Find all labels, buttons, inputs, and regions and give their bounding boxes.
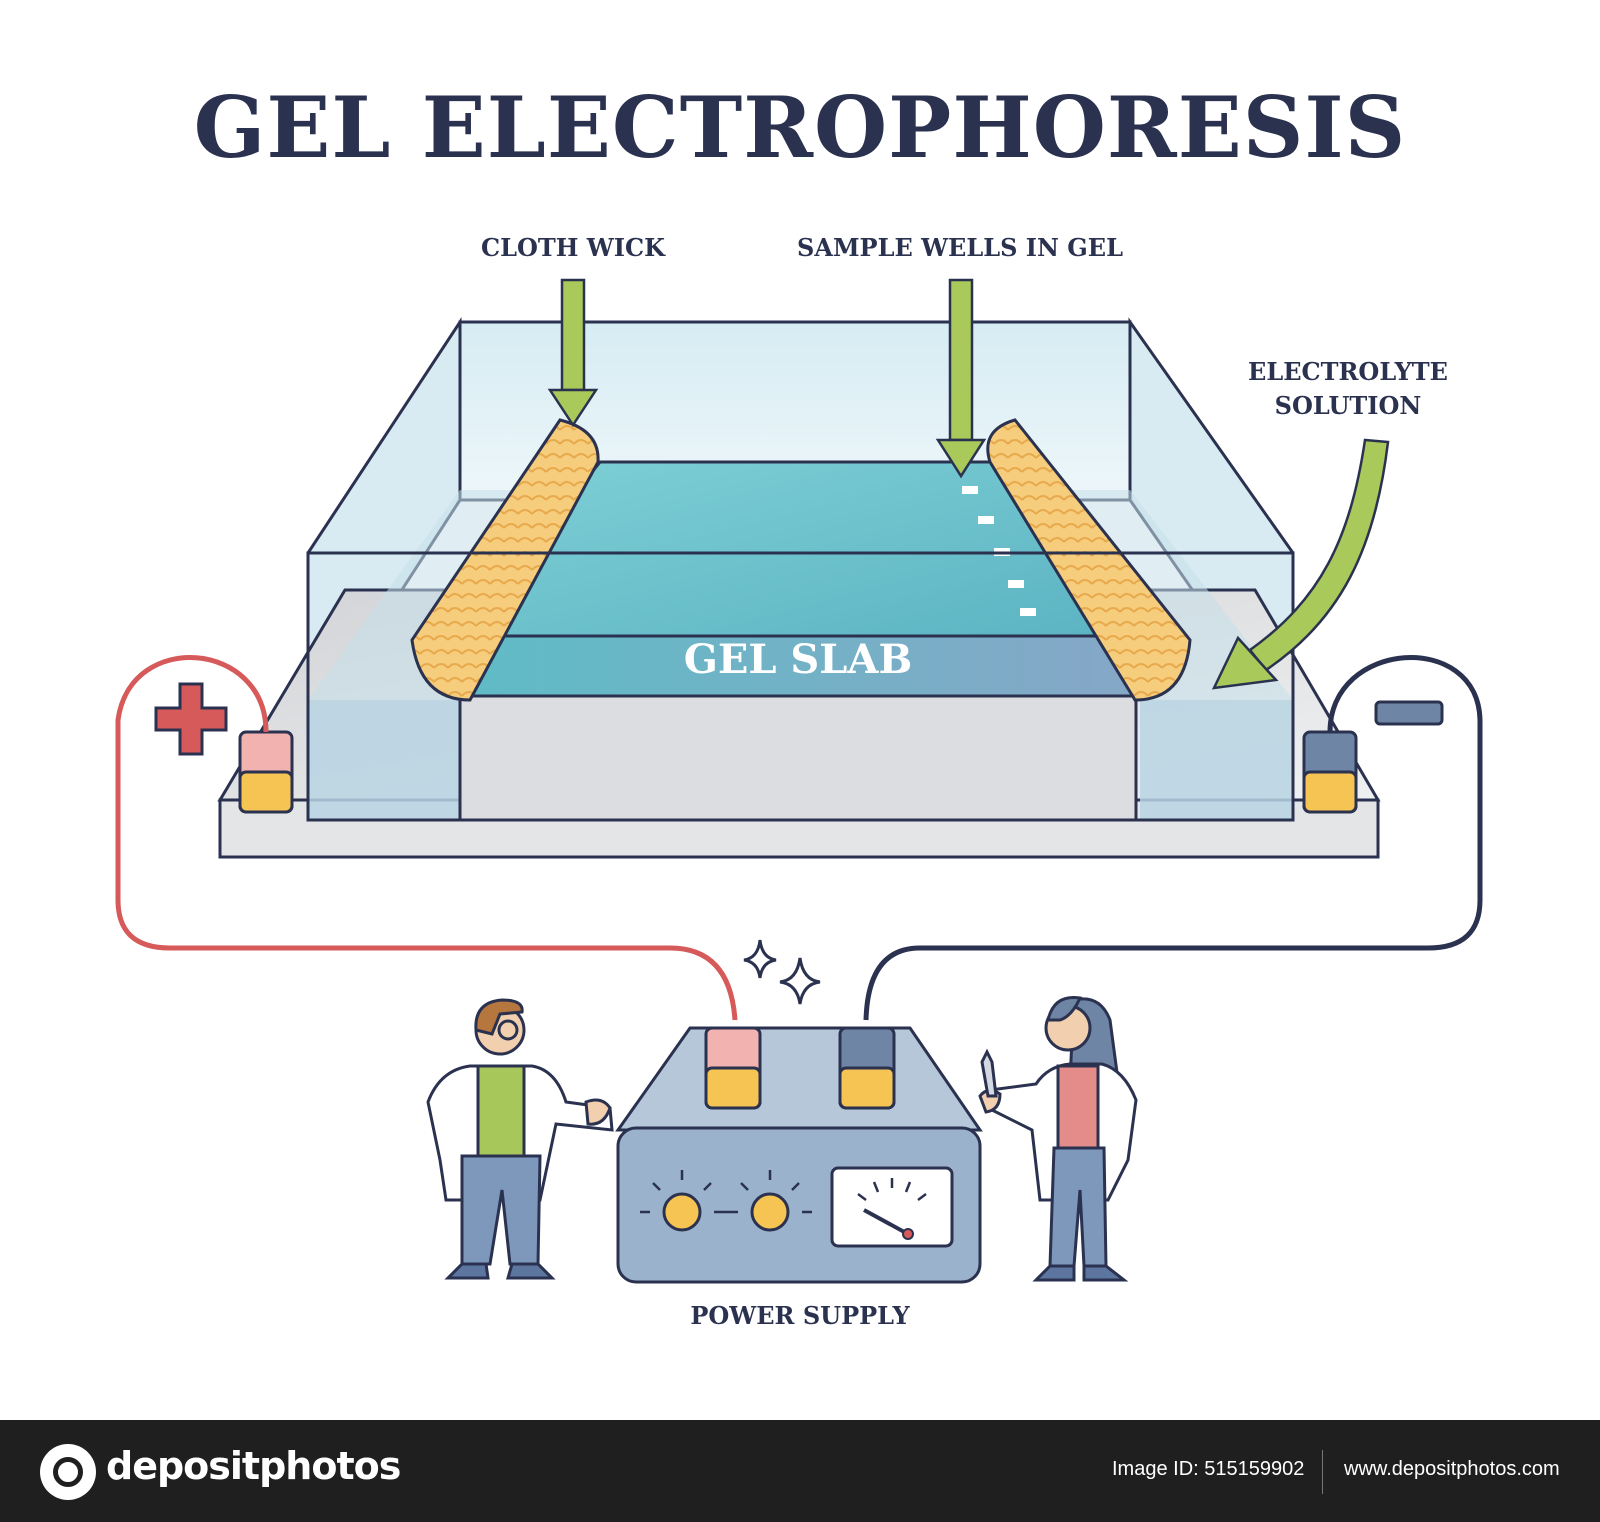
footer-bar: depositphotos Image ID: 515159902 www.de…: [0, 1420, 1600, 1522]
website-link[interactable]: www.depositphotos.com: [1344, 1458, 1560, 1480]
footer-divider: [1322, 1450, 1323, 1494]
tank-front-glass: [306, 551, 1295, 822]
arrow-electrolyte: [1211, 438, 1390, 690]
arrow-cloth-wick: [547, 278, 599, 428]
knob-icon: [640, 1170, 812, 1232]
label-sample-wells: SAMPLE WELLS IN GEL: [797, 233, 1123, 262]
gauge-icon: [830, 1166, 954, 1248]
image-id: Image ID: 515159902: [1112, 1458, 1305, 1480]
plus-icon: [154, 682, 228, 756]
electrode-negative: [1302, 730, 1358, 814]
power-supply: [615, 1026, 983, 1284]
diagram-canvas: [115, 278, 1483, 1284]
label-electrolyte-line2: SOLUTION: [1274, 391, 1422, 420]
arrow-sample-wells: [935, 278, 987, 479]
scientist-male: [426, 998, 614, 1280]
electrode-positive: [238, 730, 294, 814]
power-terminal-positive: [704, 1026, 762, 1110]
sparkle-icon: [743, 939, 821, 1005]
label-power-supply: POWER SUPPLY: [690, 1301, 910, 1330]
gel-support: [458, 694, 1138, 822]
label-cloth-wick: CLOTH WICK: [481, 233, 665, 262]
label-gel-slab: GEL SLAB: [683, 636, 913, 683]
cloth-wick-right: [986, 418, 1192, 702]
negative-wire: [863, 655, 1483, 1021]
positive-wire: [115, 655, 738, 1021]
cloth-wick-left: [410, 418, 600, 702]
brand-name: depositphotos: [106, 1444, 401, 1488]
depositphotos-logo-icon: [40, 1444, 96, 1500]
power-terminal-negative: [838, 1026, 896, 1110]
scientist-female: [978, 995, 1138, 1282]
diagram: GEL ELECTROPHORESIS CLOTH WICK SAMPLE WE…: [115, 78, 1483, 1330]
minus-icon: [1374, 700, 1444, 726]
label-electrolyte-line1: ELECTROLYTE: [1248, 357, 1448, 386]
page-title: GEL ELECTROPHORESIS: [193, 78, 1407, 177]
